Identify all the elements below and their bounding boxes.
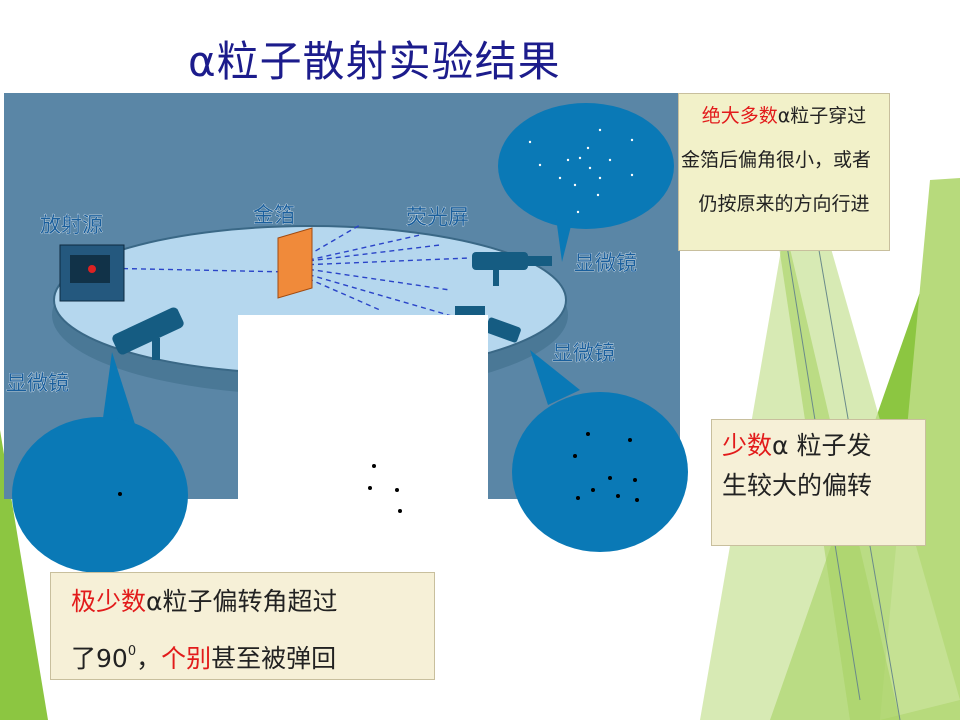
callout-very-few-particles: 极少数α粒子偏转角超过 了900，个别甚至被弹回 [50, 572, 435, 680]
callout-very-few-degree: 0 [127, 644, 137, 659]
bubble-bottom-right [512, 350, 688, 552]
callout-very-few-line2: 了900，个别甚至被弹回 [71, 627, 434, 684]
callout-very-few-comma: ， [136, 644, 162, 673]
label-microscope-right: 显微镜 [552, 341, 615, 365]
label-microscope-left: 显微镜 [6, 371, 69, 395]
backscatter-dots [368, 464, 402, 513]
callout-few-particles: 少数α 粒子发 生较大的偏转 [711, 419, 926, 546]
callout-few-line1-rest: α 粒子发 [772, 431, 872, 460]
callout-very-few-highlight2: 个别 [161, 644, 212, 673]
callout-few-line1: 少数α 粒子发 [722, 426, 925, 466]
callout-most-line1-rest: α粒子穿过 [777, 105, 867, 127]
callout-very-few-highlight: 极少数 [71, 587, 147, 616]
callout-most-line3: 仍按原来的方向行进 [698, 193, 870, 215]
microscope-top-right [472, 252, 552, 286]
label-source: 放射源 [40, 213, 103, 237]
callout-few-highlight: 少数 [722, 431, 773, 460]
gold-foil [277, 227, 313, 299]
bubble-bottom-left [12, 352, 188, 573]
callout-most-particles: 绝大多数α粒子穿过 金箔后偏角很小，或者 仍按原来的方向行进 [678, 93, 890, 251]
callout-very-few-line1-rest: α粒子偏转角超过 [146, 587, 338, 616]
bubble-top-right [498, 103, 674, 262]
callout-few-line2: 生较大的偏转 [722, 471, 873, 500]
decor-green-left [0, 430, 48, 720]
radiation-source [59, 244, 125, 302]
callout-very-few-line1: 极少数α粒子偏转角超过 [71, 577, 434, 627]
callout-most-line1: 绝大多数α粒子穿过 [679, 94, 889, 138]
callout-very-few-line2-rest: 甚至被弹回 [211, 644, 337, 673]
callout-very-few-angle: 了90 [71, 644, 128, 673]
page-title: α粒子散射实验结果 [188, 37, 561, 86]
label-microscope-top-right: 显微镜 [574, 251, 637, 275]
blank-panel [238, 315, 488, 519]
label-screen: 荧光屏 [406, 205, 469, 229]
callout-most-line2: 金箔后偏角很小，或者 [680, 149, 871, 171]
label-foil: 金箔 [253, 203, 295, 227]
callout-most-highlight: 绝大多数 [701, 105, 778, 127]
microscope-left [112, 307, 184, 360]
